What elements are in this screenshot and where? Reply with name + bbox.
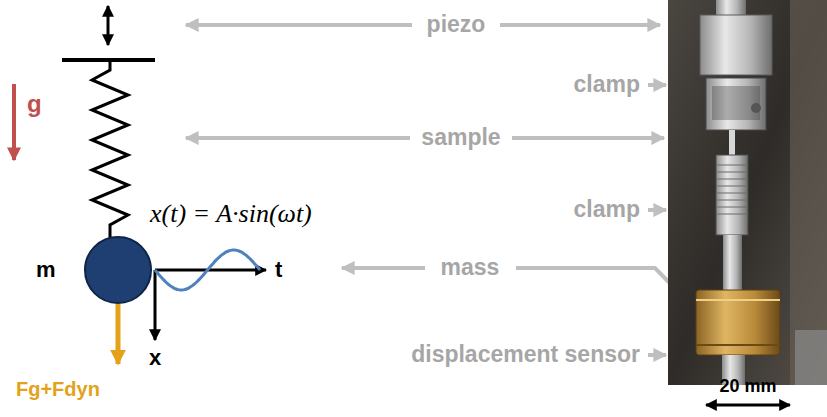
force-label: Fg+Fdyn — [16, 379, 100, 399]
axis-label: x — [149, 347, 161, 369]
part-label: clamp — [574, 73, 640, 96]
leader-arrow — [500, 23, 660, 27]
piezo-motion-arrow — [107, 6, 110, 45]
part-label: mass — [441, 256, 500, 279]
part-label: sample — [421, 126, 500, 149]
force-arrow — [116, 304, 121, 364]
scale-bar — [706, 404, 790, 407]
leader-arrow — [186, 23, 412, 27]
mass-circle — [85, 237, 151, 303]
part-label: displacement sensor — [411, 343, 640, 366]
time-axis — [155, 269, 266, 272]
part-label: clamp — [574, 198, 640, 221]
axis-label: t — [275, 259, 282, 281]
leader-arrow — [186, 136, 410, 140]
apparatus-photo — [668, 0, 827, 385]
equation: x(t) = A·sin(ωt) — [150, 201, 312, 227]
leader-arrow — [648, 353, 666, 357]
mass-symbol: m — [36, 259, 56, 281]
leader-arrow — [512, 136, 664, 140]
sine-wave — [155, 250, 260, 290]
leader-arrow — [342, 266, 425, 270]
displacement-axis — [154, 270, 157, 340]
gravity-label: g — [27, 92, 42, 116]
leader-arrow — [648, 83, 666, 87]
part-label: piezo — [427, 13, 486, 36]
scale-label: 20 mm — [719, 377, 776, 395]
spring-symbol — [92, 60, 128, 238]
leader-arrow — [648, 208, 666, 212]
gravity-arrow — [12, 84, 16, 160]
